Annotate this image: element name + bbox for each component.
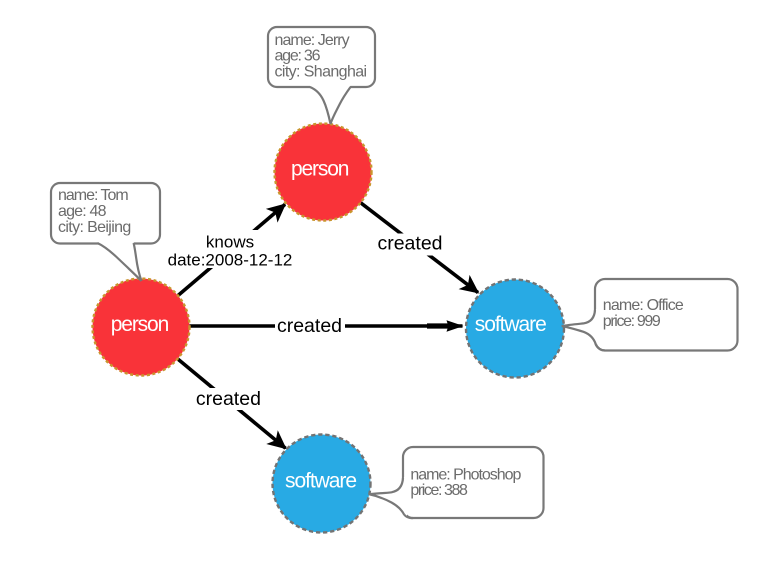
svg-text:created: created — [196, 388, 261, 410]
svg-text:name: Tom: name: Tom — [58, 187, 129, 204]
svg-text:software: software — [285, 470, 357, 493]
svg-text:date:2008-12-12: date:2008-12-12 — [168, 251, 293, 270]
svg-text:city: Shanghai: city: Shanghai — [275, 63, 368, 80]
svg-text:price: 388: price: 388 — [410, 482, 468, 499]
svg-text:person: person — [111, 313, 170, 336]
svg-text:created: created — [377, 233, 442, 255]
svg-text:city: Beijing: city: Beijing — [58, 219, 131, 236]
svg-text:name: Jerry: name: Jerry — [275, 32, 350, 49]
svg-text:knows: knows — [206, 233, 254, 252]
svg-text:software: software — [475, 313, 547, 336]
svg-text:person: person — [291, 157, 350, 180]
svg-text:age: 48: age: 48 — [58, 203, 107, 220]
svg-text:age: 36: age: 36 — [275, 48, 321, 65]
svg-text:created: created — [277, 315, 342, 337]
svg-text:name: Photoshop: name: Photoshop — [410, 466, 521, 483]
svg-text:name: Office: name: Office — [603, 297, 684, 314]
svg-text:price: 999: price: 999 — [603, 313, 661, 330]
